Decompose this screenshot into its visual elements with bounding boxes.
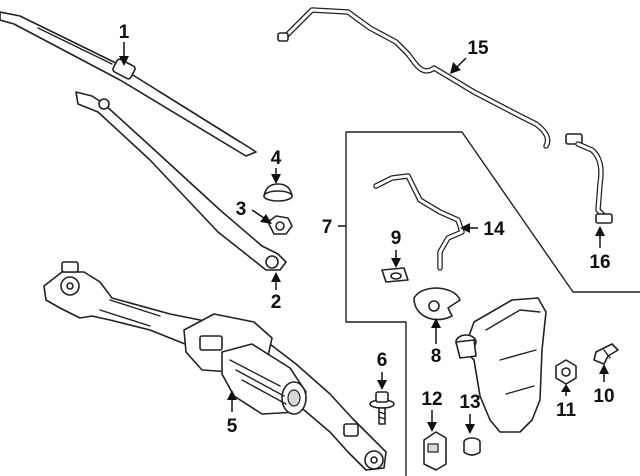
washer-pump (423, 431, 447, 471)
callout-11: 11 (556, 400, 577, 421)
callout-2: 2 (271, 292, 282, 313)
callout-7: 7 (322, 217, 333, 238)
leader-6 (377, 372, 387, 390)
callout-9: 9 (391, 228, 402, 249)
leader-8 (431, 318, 441, 344)
callout-4: 4 (271, 148, 282, 169)
callout-10: 10 (593, 386, 614, 407)
wiper-nut (267, 215, 293, 235)
leader-5 (227, 390, 237, 412)
callout-13: 13 (459, 392, 480, 413)
callout-15: 15 (467, 38, 489, 59)
washer-reservoir (455, 297, 547, 433)
leader-10 (599, 364, 609, 382)
leader-4 (271, 168, 281, 184)
callout-3: 3 (236, 199, 247, 220)
washer-hose-inset (373, 173, 465, 271)
callout-14: 14 (483, 219, 505, 240)
leader-12 (427, 410, 437, 432)
leader-1 (119, 42, 129, 66)
mounting-bolt (369, 391, 395, 425)
level-sensor (593, 343, 619, 365)
leader-3 (251, 209, 272, 224)
callout-1: 1 (119, 22, 130, 43)
leader-15 (450, 57, 467, 74)
level-sensor-grommet (555, 359, 577, 385)
pump-grommet (463, 437, 481, 456)
leader-2 (271, 272, 281, 290)
grommet (381, 267, 409, 283)
leader-13 (465, 414, 475, 434)
leader-14 (460, 223, 478, 233)
wiper-arm (75, 91, 287, 271)
leader-11 (561, 384, 571, 396)
wiper-blade (0, 11, 257, 157)
wiper-cap (263, 183, 293, 202)
callout-6: 6 (377, 350, 388, 371)
wiper-motor-linkage (43, 261, 387, 471)
callout-16: 16 (589, 252, 610, 273)
washer-hose-short (565, 133, 613, 224)
leader-9 (391, 250, 401, 268)
callout-5: 5 (227, 416, 238, 437)
washer-group-frame (345, 131, 640, 476)
callout-8: 8 (431, 346, 442, 367)
callout-12: 12 (421, 389, 442, 410)
washer-hose-long (277, 7, 551, 149)
reservoir-seal (413, 287, 461, 321)
leader-16 (595, 226, 605, 248)
